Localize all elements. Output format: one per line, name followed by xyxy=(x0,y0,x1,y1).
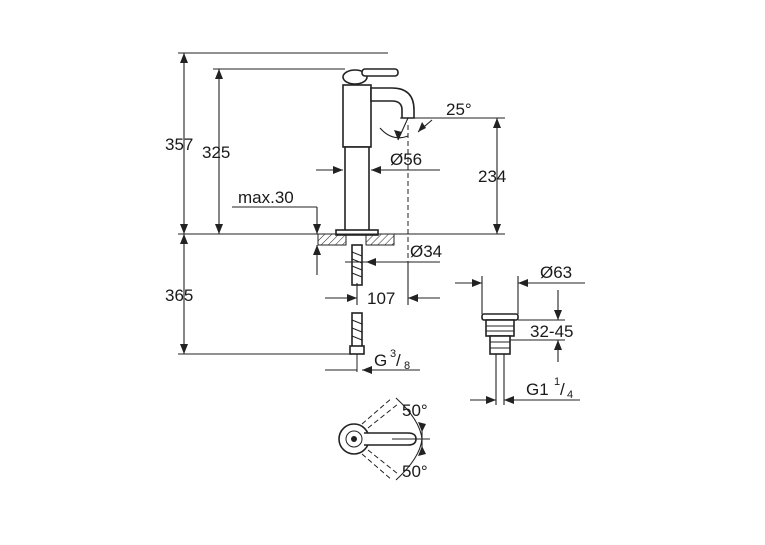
dim-waste-thread: G1 xyxy=(526,380,549,399)
dim-waste-diameter: Ø63 xyxy=(540,263,572,282)
faucet-spout xyxy=(370,87,415,119)
faucet-lever xyxy=(361,68,399,77)
dim-body-diameter: Ø56 xyxy=(390,150,422,169)
faucet-base xyxy=(335,229,379,236)
dim-max-thickness: max.30 xyxy=(238,188,294,207)
faucet-body-lower xyxy=(344,146,370,235)
dimension-labels: 357 325 234 365 max.30 Ø56 Ø34 107 25° G… xyxy=(165,100,573,481)
dimension-lines xyxy=(178,52,505,374)
dim-reach: 107 xyxy=(367,289,395,308)
dim-lever-angle-bottom: 50° xyxy=(402,462,428,481)
dim-waste-range: 32-45 xyxy=(530,322,573,341)
dim-waste-thread-slash: / xyxy=(560,380,565,399)
dim-depth-below: 365 xyxy=(165,286,193,305)
waste-body xyxy=(485,319,515,337)
dim-spout-angle: 25° xyxy=(446,100,472,119)
dim-lever-angle-top: 50° xyxy=(402,401,428,420)
faucet-cap xyxy=(342,69,368,85)
dim-connection-den: 8 xyxy=(404,360,410,372)
dim-hole-diameter: Ø34 xyxy=(410,242,442,261)
faucet-side-view xyxy=(317,68,415,372)
pop-up-waste xyxy=(455,276,585,405)
waste-nut xyxy=(489,335,511,355)
dim-waste-thread-num: 1 xyxy=(554,376,560,388)
faucet-body-upper xyxy=(342,84,372,148)
dim-height-spout: 325 xyxy=(202,143,230,162)
mounting-stud xyxy=(351,244,363,286)
dim-height-outlet: 234 xyxy=(478,167,506,186)
waste-flange xyxy=(481,313,519,321)
dim-height-total: 357 xyxy=(165,135,193,154)
hose-nut xyxy=(349,345,365,355)
dim-connection-slash: / xyxy=(396,351,401,370)
dim-connection-num: 3 xyxy=(390,348,396,360)
lever-top-view xyxy=(338,397,430,481)
dim-connection: G xyxy=(374,351,387,370)
dim-waste-thread-den: 4 xyxy=(567,389,573,401)
